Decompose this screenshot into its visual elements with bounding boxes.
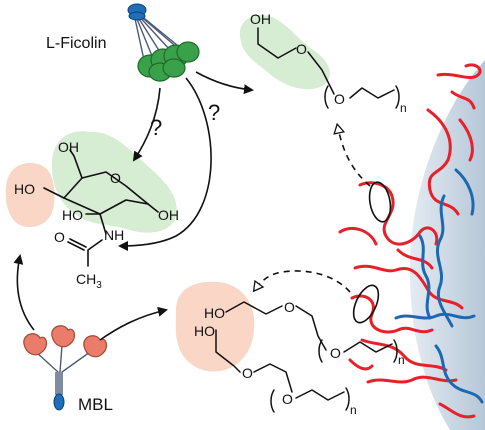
arrow-ficolin-to-glcnac-oh bbox=[132, 87, 161, 162]
peg-branched-salmon-highlight bbox=[175, 281, 255, 372]
mbl-stalk bbox=[35, 344, 91, 395]
glcnac-ring-o: O bbox=[110, 170, 121, 186]
peg-top-bonds bbox=[257, 27, 400, 109]
peg-branched-o-1: O bbox=[284, 299, 295, 315]
glcnac-methyl: CH3 bbox=[76, 271, 102, 291]
glcnac-bonds bbox=[43, 149, 159, 267]
peg-branched-n-2: n bbox=[350, 403, 357, 417]
peg-branched-bonds bbox=[215, 301, 398, 413]
callout-ellipse-upper bbox=[368, 181, 392, 223]
blue-polymer-chains bbox=[394, 168, 484, 404]
peg-top-o-chain: O bbox=[296, 41, 307, 57]
peg-top-o-repeat: O bbox=[334, 91, 345, 107]
peg-branched-o-repeat-2: O bbox=[282, 391, 293, 407]
callout-arrows bbox=[256, 128, 371, 293]
mbl-n-terminus bbox=[53, 393, 65, 411]
peg-top-n: n bbox=[400, 101, 407, 115]
arrow-ficolin-to-peg bbox=[195, 71, 254, 95]
peg-branched-structure: HO HO O O O O n n bbox=[175, 281, 405, 417]
glcnac-structure: OH HO HO OH O NH O CH3 bbox=[5, 131, 179, 291]
peg-top-green-highlight bbox=[239, 14, 330, 90]
mbl-label: MBL bbox=[78, 395, 113, 414]
nanoparticle-surface bbox=[409, 60, 485, 430]
red-polymer-chains bbox=[338, 63, 482, 419]
ficolin-heads bbox=[137, 41, 200, 82]
ficolin-label: L-Ficolin bbox=[46, 35, 106, 52]
peg-branched-o-2: O bbox=[242, 365, 253, 381]
l-ficolin-protein: L-Ficolin bbox=[46, 3, 200, 82]
peg-top-oh: OH bbox=[250, 11, 271, 27]
glcnac-carbonyl-o: O bbox=[54, 229, 65, 245]
dashed-arrow-to-top-peg bbox=[338, 128, 371, 187]
callout-ellipse-lower bbox=[352, 284, 380, 324]
peg-branched-n-1: n bbox=[398, 353, 405, 367]
dashed-arrow-to-branched-peg bbox=[256, 270, 351, 293]
polymer-callouts bbox=[352, 181, 392, 324]
polymer-brush bbox=[338, 63, 484, 419]
glcnac-ho-c3: HO bbox=[62, 207, 83, 223]
ficolin-n-terminus bbox=[127, 3, 147, 21]
mbl-crd-heads bbox=[23, 325, 108, 358]
glcnac-nh: NH bbox=[104, 227, 124, 243]
glcnac-oh-c6: OH bbox=[58, 139, 79, 155]
arrow-mbl-to-glcnac bbox=[13, 254, 35, 331]
mbl-protein: MBL bbox=[23, 325, 113, 414]
peg-branched-ho-1: HO bbox=[204, 305, 225, 321]
question-mark-glcnac: ? bbox=[150, 115, 162, 140]
arrow-mbl-to-peg bbox=[99, 306, 168, 341]
peg-branched-ho-2: HO bbox=[194, 323, 215, 339]
question-mark-peg: ? bbox=[208, 100, 220, 125]
peg-branched-o-repeat-1: O bbox=[330, 345, 341, 361]
glcnac-ho-c4: HO bbox=[14, 181, 35, 197]
glcnac-oh-c1: OH bbox=[158, 207, 179, 223]
peg-linear-structure: OH O O n bbox=[239, 11, 407, 115]
glcnac-salmon-highlight bbox=[5, 162, 55, 228]
arrow-ficolin-to-glcnac-nh bbox=[118, 77, 212, 251]
binding-arrows bbox=[13, 71, 254, 341]
